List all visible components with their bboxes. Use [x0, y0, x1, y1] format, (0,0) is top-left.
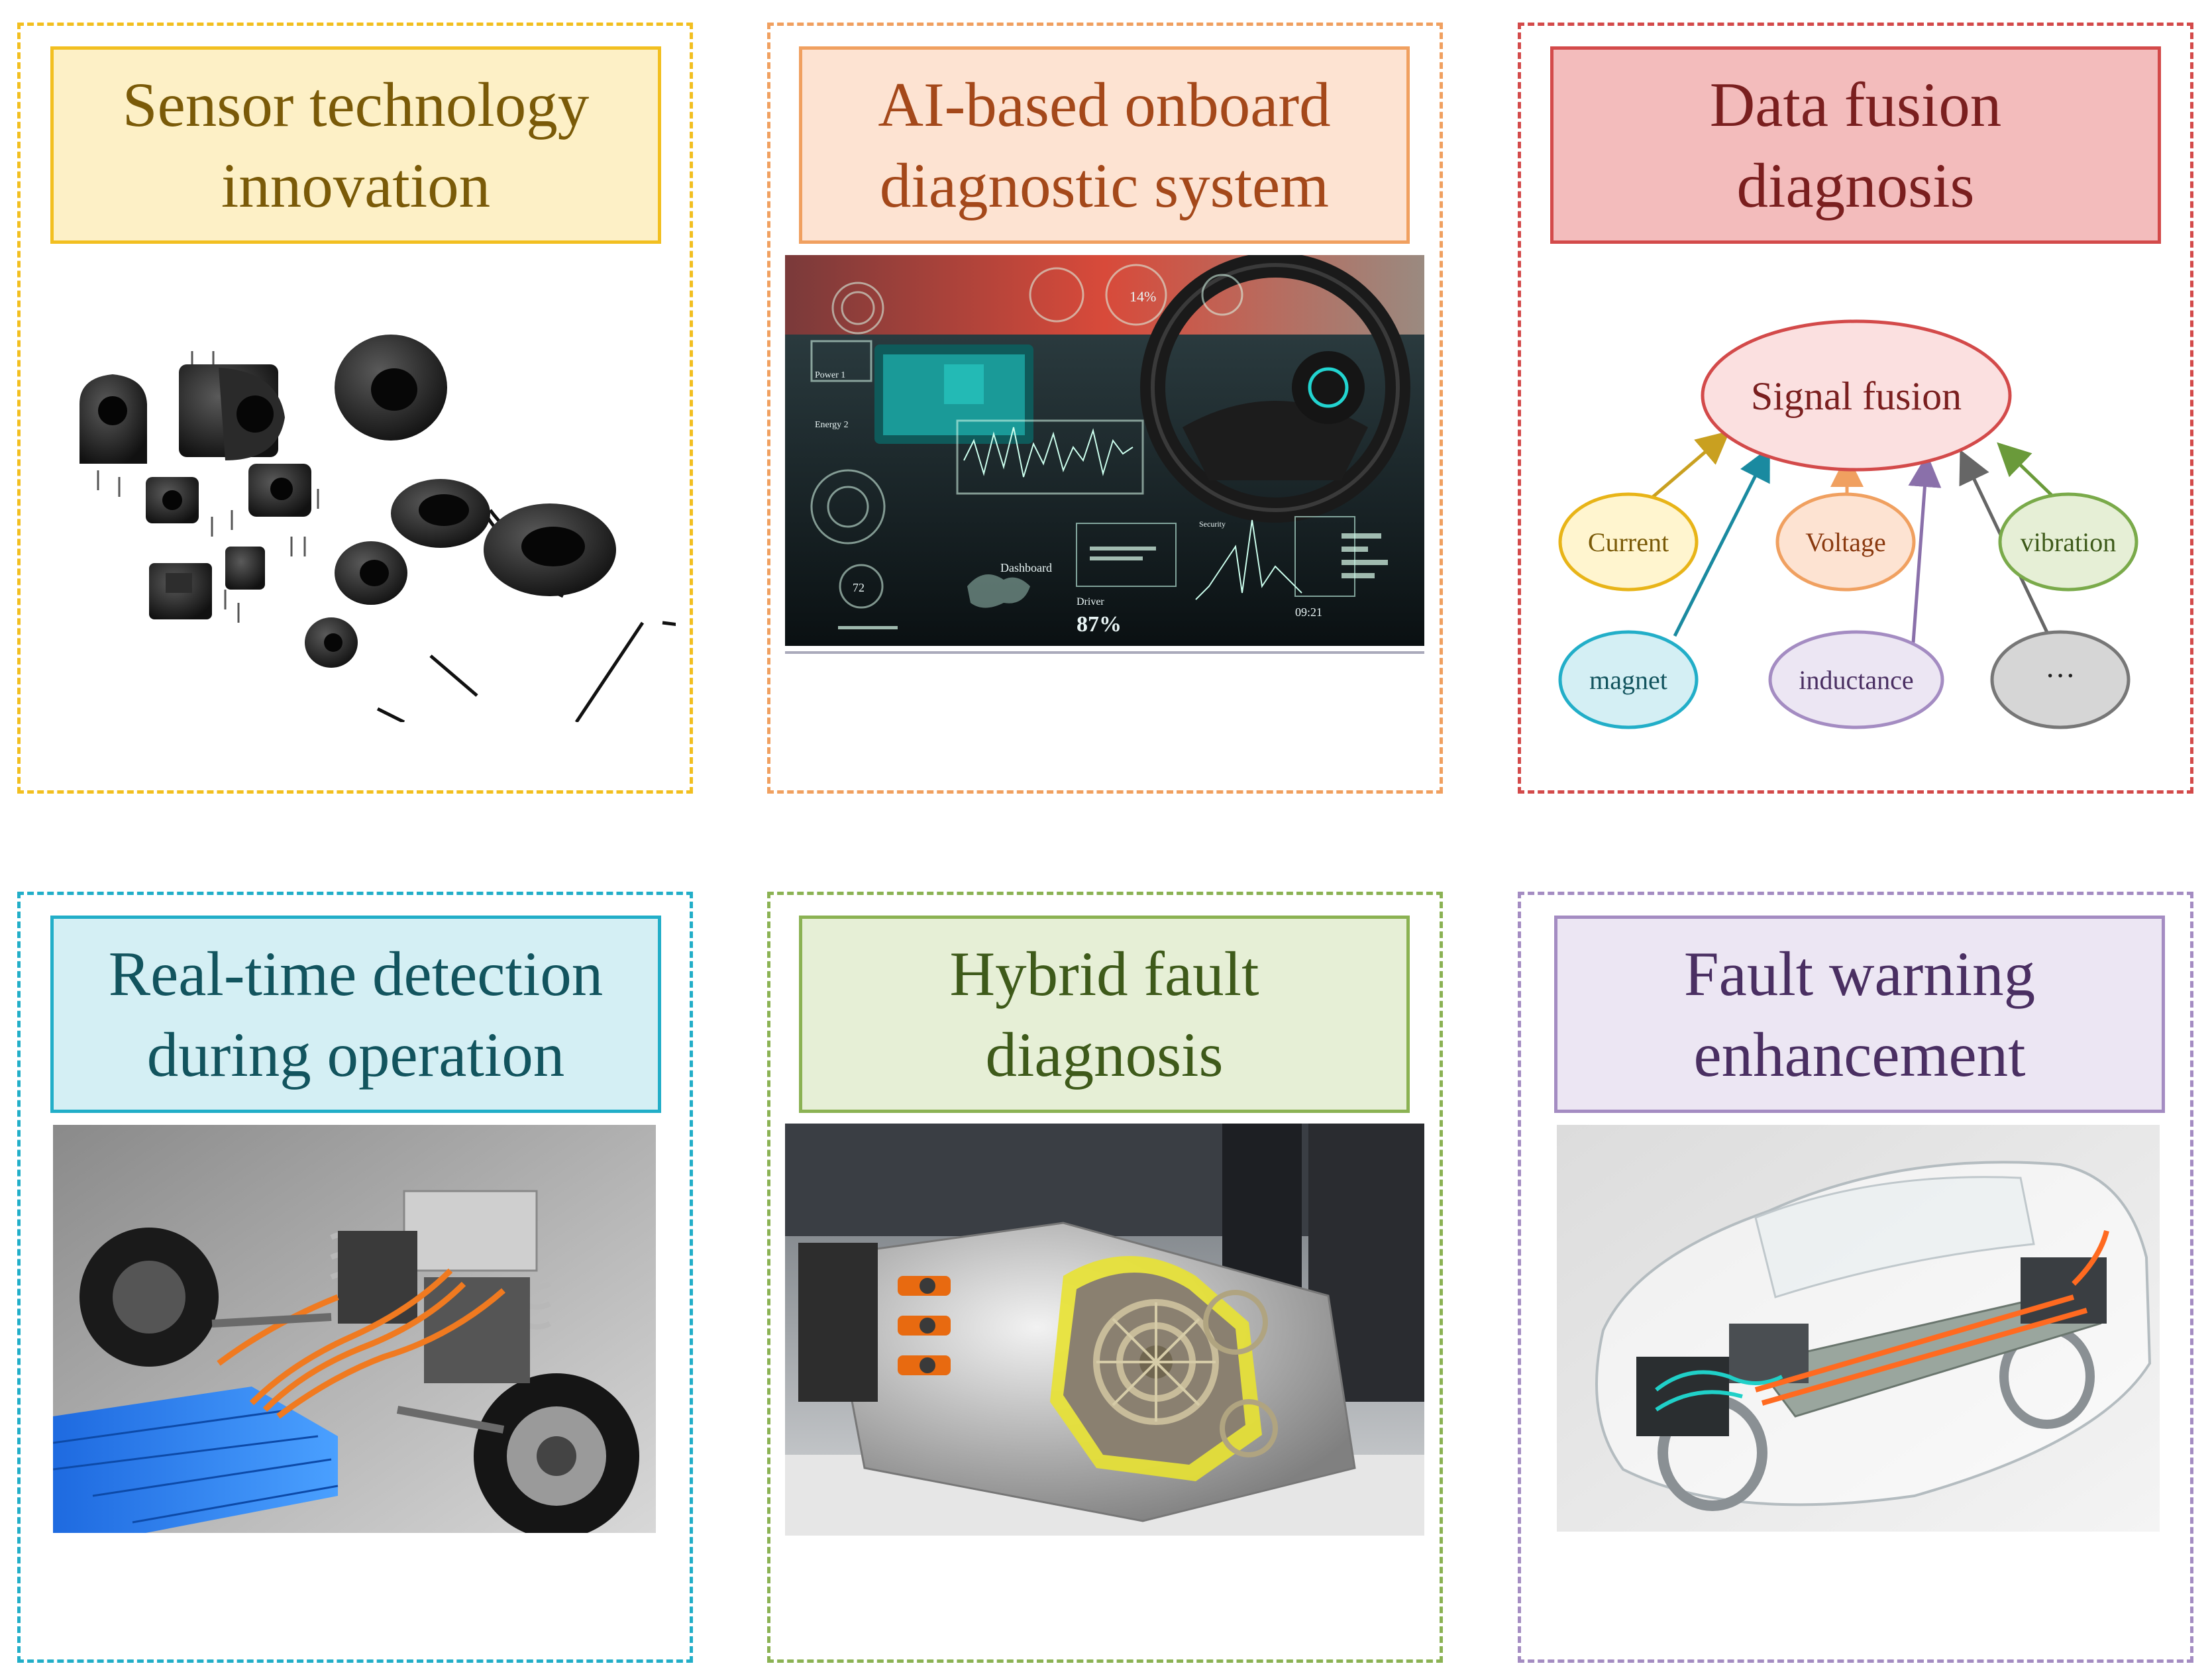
magnet-arrow: [1673, 446, 1770, 637]
signal-fusion-diagram: Signal fusion Current Voltage vibration …: [1524, 305, 2186, 742]
signal-fusion-label: Signal fusion: [1751, 374, 1962, 418]
inductance-node: [1768, 630, 1944, 729]
hud-security-label: Security: [1199, 519, 1226, 529]
real-time-detection-title: Real-time detection during operation: [50, 916, 661, 1113]
signal-fusion-node: [1701, 319, 2012, 472]
hybrid-fault-title: Hybrid fault diagnosis: [799, 916, 1410, 1113]
fault-warning-title: Fault warning enhancement: [1554, 916, 2165, 1113]
ai-onboard-title: AI-based onboard diagnostic system: [799, 46, 1410, 244]
transparent-ev-image: [1557, 1125, 2160, 1532]
data-fusion-panel: [1518, 23, 2193, 794]
inductance-label: inductance: [1799, 665, 1913, 695]
hud-dashboard-label: Dashboard: [1000, 561, 1052, 574]
ellipsis-node: [1990, 630, 2131, 729]
hud-driver-label: Driver: [1077, 596, 1104, 607]
electric-drive-unit-image: [785, 1124, 1424, 1536]
ev-chassis-image: [53, 1125, 656, 1533]
voltage-label: Voltage: [1805, 527, 1885, 557]
ai-dashboard-image: Power 1 Energy 2 Dashboard Driver 87% 14…: [785, 255, 1424, 660]
hud-gauge-value: 72: [853, 581, 865, 594]
magnet-node: [1558, 630, 1699, 729]
ellipsis-label: ···: [2045, 658, 2076, 692]
vibration-node: [1998, 492, 2138, 592]
hud-energy-label: Energy 2: [815, 420, 849, 430]
vibration-label: vibration: [2021, 527, 2116, 557]
data-fusion-title: Data fusion diagnosis: [1550, 46, 2161, 244]
inductance-arrow: [1908, 454, 1942, 643]
current-sensors-image: [60, 311, 676, 722]
current-label: Current: [1588, 527, 1669, 557]
real-time-detection-panel: [17, 892, 693, 1663]
hud-percent-small: 14%: [1130, 288, 1156, 305]
sensor-technology-title: Sensor technology innovation: [50, 46, 661, 244]
ai-onboard-panel: [767, 23, 1443, 794]
hud-time: 09:21: [1295, 605, 1322, 619]
hud-percent-big: 87%: [1077, 612, 1122, 637]
magnet-label: magnet: [1589, 665, 1667, 695]
fault-warning-panel: [1518, 892, 2193, 1663]
hybrid-fault-panel: [767, 892, 1443, 1663]
voltage-node: [1775, 492, 1916, 592]
sensor-technology-panel: [17, 23, 693, 794]
hud-power-label: Power 1: [815, 370, 845, 380]
current-node: [1558, 492, 1699, 592]
